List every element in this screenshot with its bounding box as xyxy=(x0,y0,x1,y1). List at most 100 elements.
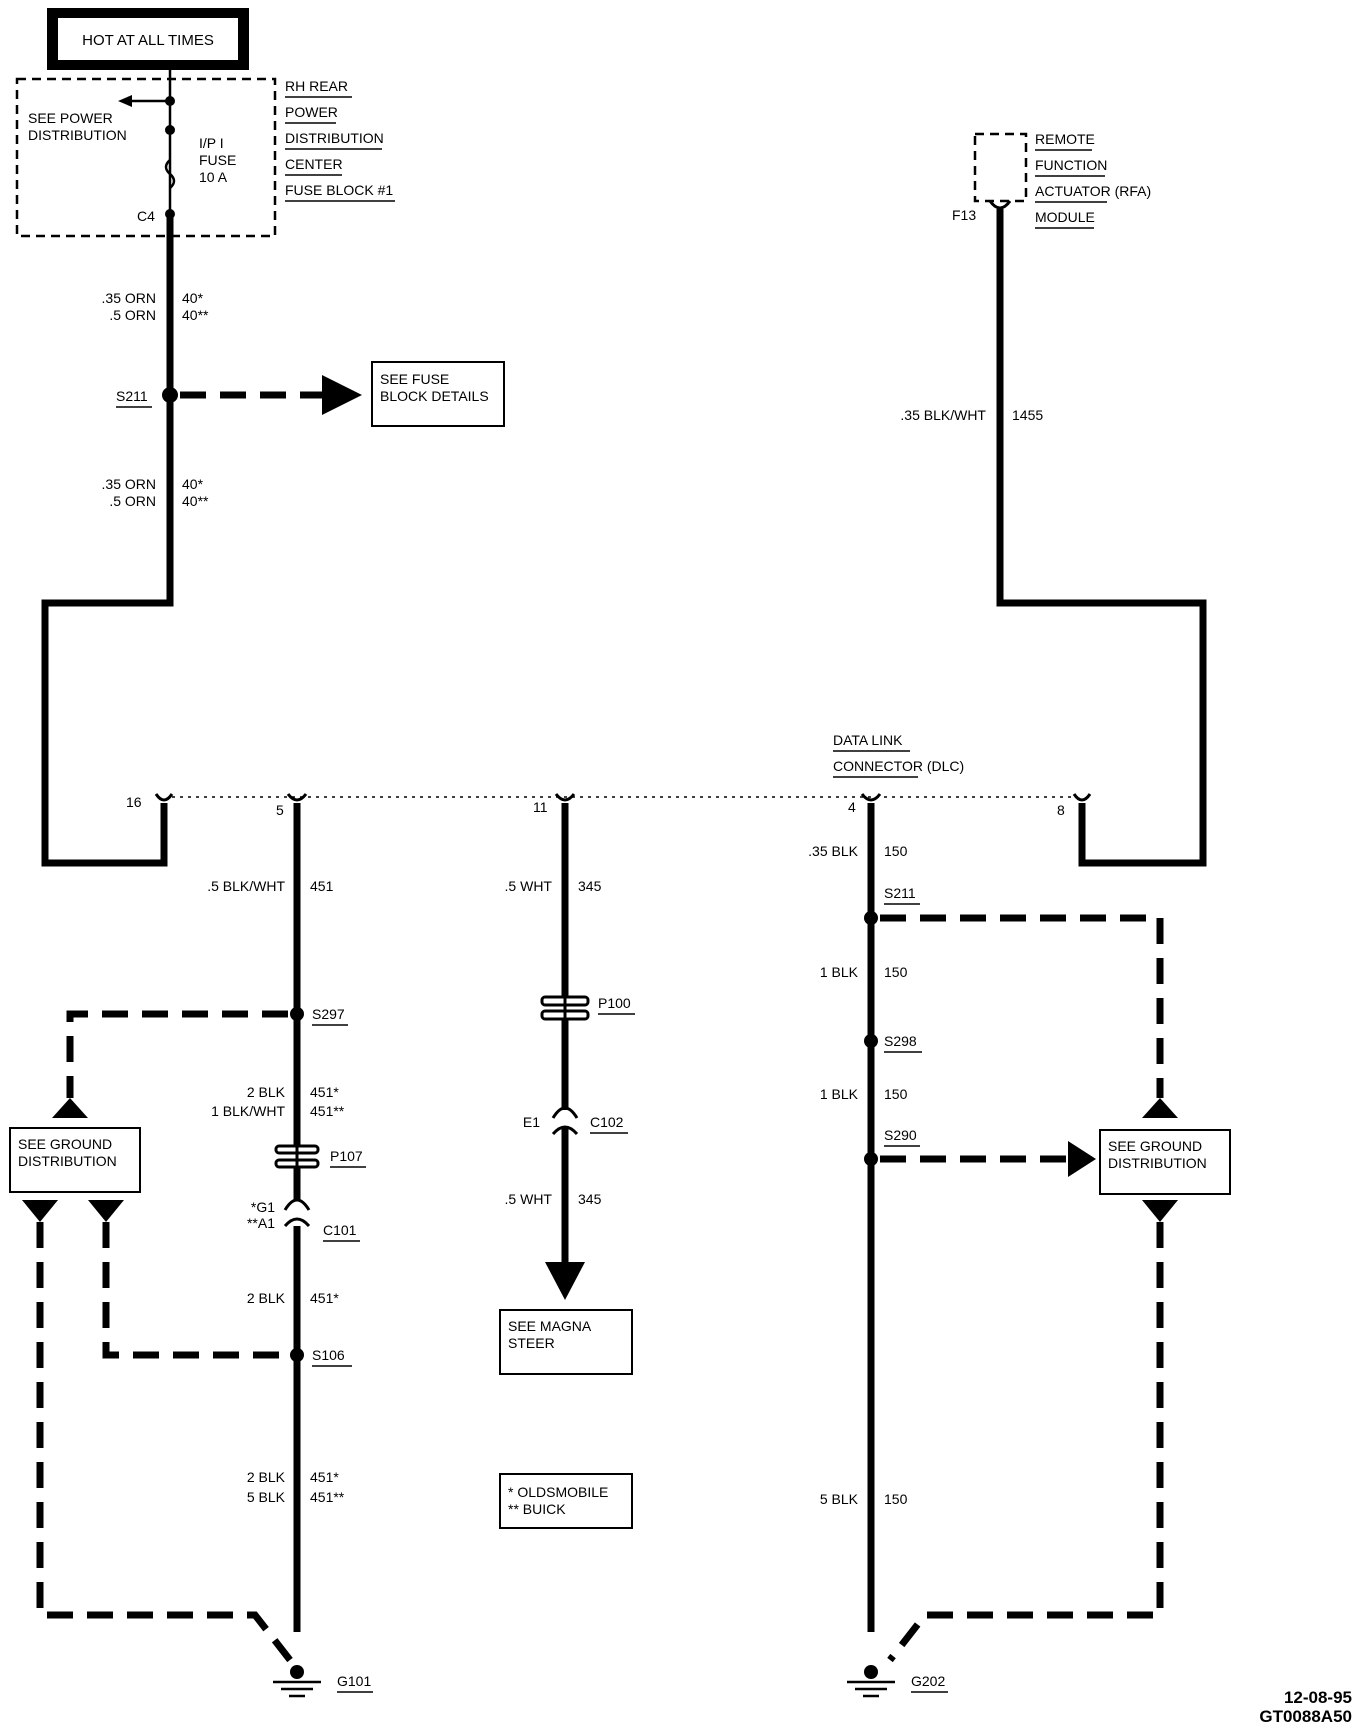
splice-s298-label: S298 xyxy=(884,1033,917,1049)
wire-spec-label: .5 ORN xyxy=(109,307,156,323)
ground-dist-up-arrow-icon xyxy=(52,1098,88,1118)
circuit-number-label: 40* xyxy=(182,476,204,492)
c102-pin-label: E1 xyxy=(523,1114,540,1130)
see-power-label: SEE POWER xyxy=(28,110,113,126)
legend-buick-label: ** BUICK xyxy=(508,1501,566,1517)
power-distribution-arrow-icon xyxy=(118,95,132,107)
wire-spec-label: 1 BLK xyxy=(820,964,859,980)
circuit-number-label: 451* xyxy=(310,1469,339,1485)
rfa-title-line: REMOTE xyxy=(1035,131,1095,147)
fuse-block-outline xyxy=(15,77,277,238)
dlc-pin-label: 5 xyxy=(276,802,284,818)
wire-spec-label: 1 BLK xyxy=(820,1086,859,1102)
wire-spec-label: .5 ORN xyxy=(109,493,156,509)
circuit-number-label: 150 xyxy=(884,964,908,980)
splice-s298-dot xyxy=(864,1034,878,1048)
fuse-block-title: RH REAR POWER DISTRIBUTION CENTER FUSE B… xyxy=(285,78,395,202)
rfa-title-line: MODULE xyxy=(1035,209,1095,225)
circuit-number-label: 1455 xyxy=(1012,407,1043,423)
wire-spec-label: .5 BLK/WHT xyxy=(207,878,285,894)
ground-dist-down-arrow-icon xyxy=(1142,1200,1178,1222)
wire-spec-label: 5 BLK xyxy=(820,1491,859,1507)
rfa-module-outline xyxy=(973,132,1028,203)
p100-label: P100 xyxy=(598,995,631,1011)
splice-s211-label: S211 xyxy=(116,388,148,404)
drawing-date-label: 12-08-95 xyxy=(1284,1688,1352,1707)
circuit-number-label: 451** xyxy=(310,1103,345,1119)
see-magna-label: SEE MAGNA xyxy=(508,1318,592,1334)
see-ground-label: SEE GROUND xyxy=(1108,1138,1202,1154)
see-fuse-label: SEE FUSE xyxy=(380,371,449,387)
rfa-title-line: ACTUATOR (RFA) xyxy=(1035,183,1151,199)
steer-label: STEER xyxy=(508,1335,555,1351)
dlc-pin-label: 16 xyxy=(126,794,142,810)
circuit-number-label: 150 xyxy=(884,1086,908,1102)
see-ground-distribution-left-box xyxy=(9,1127,141,1193)
splice-s211-dot xyxy=(864,911,878,925)
c102-label: C102 xyxy=(590,1114,624,1130)
distribution-label: DISTRIBUTION xyxy=(28,127,127,143)
c101-label: C101 xyxy=(323,1222,357,1238)
dlc-title-line: CONNECTOR (DLC) xyxy=(833,758,964,774)
see-ground-distribution-right-box xyxy=(1099,1129,1231,1195)
circuit-number-label: 40** xyxy=(182,307,209,323)
ground-g202-label: G202 xyxy=(911,1673,945,1689)
wire-spec-label: 5 BLK xyxy=(247,1489,286,1505)
ground-dist-up-arrow-icon xyxy=(1142,1098,1178,1118)
fuse-block-title-line: FUSE BLOCK #1 xyxy=(285,182,393,198)
circuit-number-label: 451 xyxy=(310,878,334,894)
splice-s211-label: S211 xyxy=(884,885,916,901)
circuit-number-label: 451* xyxy=(310,1084,339,1100)
dlc-pin-5-icon xyxy=(286,793,308,802)
fuse-icon xyxy=(164,159,176,189)
wire-spec-label: .5 WHT xyxy=(505,878,553,894)
circuit-345-wire: .5 WHT 345 P100 E1 C102 .5 WHT 345 SEE M… xyxy=(499,803,635,1375)
circuit-number-label: 40** xyxy=(182,493,209,509)
rfa-module: F13 REMOTE FUNCTION ACTUATOR (RFA) MODUL… xyxy=(952,131,1151,229)
ground-g202-icon xyxy=(847,1665,895,1698)
ground-g101-label: G101 xyxy=(337,1673,371,1689)
splice-s211-dot xyxy=(162,387,178,403)
wire-spec-label: 2 BLK xyxy=(247,1084,286,1100)
circuit-number-label: 150 xyxy=(884,843,908,859)
legend-box: * OLDSMOBILE ** BUICK xyxy=(499,1473,633,1529)
magna-steer-arrow-icon xyxy=(545,1262,585,1300)
dlc-pin-label: 8 xyxy=(1057,802,1065,818)
circuit-number-label: 451** xyxy=(310,1489,345,1505)
splice-s106-label: S106 xyxy=(312,1347,345,1363)
see-magna-steer-box xyxy=(499,1309,633,1375)
splice-s290-dot xyxy=(864,1152,878,1166)
ground-g101-icon xyxy=(273,1665,321,1698)
ground-dist-down-arrow-icon xyxy=(22,1200,58,1222)
p107-label: P107 xyxy=(330,1148,363,1164)
hot-at-all-times-box: HOT AT ALL TIMES xyxy=(47,8,249,70)
fuse-block-title-line: DISTRIBUTION xyxy=(285,130,384,146)
pass-through-p100-icon xyxy=(540,995,590,1021)
block-details-label: BLOCK DETAILS xyxy=(380,388,489,404)
data-link-connector: DATA LINK CONNECTOR (DLC) 16 5 11 4 8 xyxy=(126,732,1092,818)
ground-distribution-left: SEE GROUND DISTRIBUTION xyxy=(9,1010,293,1663)
dlc-pin-label: 4 xyxy=(848,799,856,815)
circuit-number-label: 345 xyxy=(578,878,602,894)
fuse-block-title-line: POWER xyxy=(285,104,338,120)
dlc-pin-16-icon xyxy=(154,793,174,802)
connector-c101-icon xyxy=(283,1198,311,1211)
fuse-block-1: SEE POWER DISTRIBUTION I/P I FUSE 10 A C… xyxy=(15,70,395,238)
pass-through-p107-icon xyxy=(274,1144,320,1169)
fuse-block-title-line: RH REAR xyxy=(285,78,348,94)
drawing-stamp: 12-08-95 GT0088A50 xyxy=(1259,1688,1352,1726)
fuse-rating-label: 10 A xyxy=(199,169,228,185)
splice-s106-dot xyxy=(290,1348,304,1362)
dlc-pin-4-icon xyxy=(860,793,882,802)
circuit-number-label: 451* xyxy=(310,1290,339,1306)
fuse-block-title-line: CENTER xyxy=(285,156,343,172)
splice-s297-label: S297 xyxy=(312,1006,345,1022)
circuit-number-label: 40* xyxy=(182,290,204,306)
fuse-details-arrow-icon xyxy=(322,375,362,415)
rfa-pin-f13-icon xyxy=(988,200,1012,210)
splice-s297-dot xyxy=(290,1007,304,1021)
splice-s290-label: S290 xyxy=(884,1127,917,1143)
fuse-name-label: I/P I xyxy=(199,135,224,151)
ground-dist-left-arrow-icon xyxy=(1068,1141,1096,1177)
circuit-number-label: 150 xyxy=(884,1491,908,1507)
